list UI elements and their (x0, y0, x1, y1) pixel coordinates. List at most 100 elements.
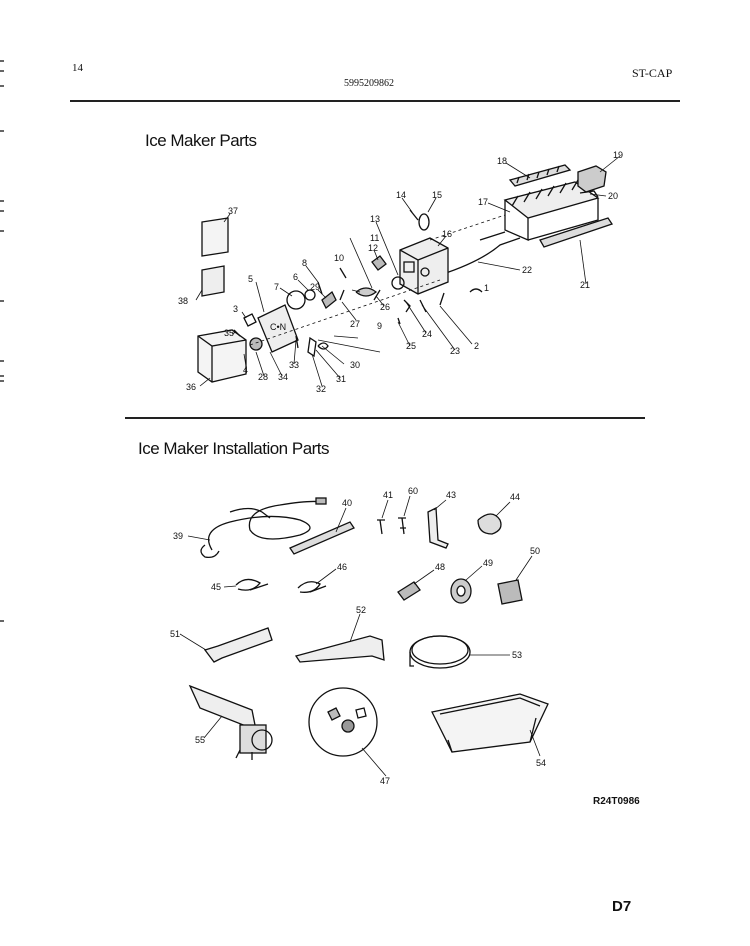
part-11-spring (373, 289, 381, 301)
callout-36: 36 (186, 382, 196, 392)
callout-40: 40 (342, 498, 352, 508)
callout-7: 7 (274, 282, 279, 292)
page-id: D7 (612, 898, 632, 915)
svg-text:C•N: C•N (270, 322, 286, 332)
callout-6: 6 (293, 272, 298, 282)
figure-code: R24T0986 (593, 796, 640, 807)
callout-19: 19 (613, 150, 623, 160)
part-13-gear (391, 276, 405, 290)
callout-5: 5 (248, 274, 253, 284)
leader-lines-top (195, 155, 621, 387)
part-54-ice-bin (431, 693, 549, 753)
part-6-gear (304, 289, 316, 301)
callout-50: 50 (530, 546, 540, 556)
callout-8: 8 (302, 258, 307, 268)
model-code: ST-CAP (632, 66, 673, 80)
callout-16: 16 (442, 229, 452, 239)
part-40-strip (289, 521, 355, 555)
control-plate-part: C•N (257, 304, 299, 353)
callout-41: 41 (383, 490, 393, 500)
part-43-bracket (427, 506, 449, 549)
part-32-arm (307, 336, 317, 358)
callout-4: 4 (243, 365, 248, 375)
part-9-lever (355, 287, 378, 297)
callout-39: 39 (173, 531, 183, 541)
callout-12: 12 (368, 243, 378, 253)
callout-37: 37 (228, 206, 238, 216)
callout-17: 17 (478, 197, 488, 207)
part-25-pin (397, 317, 401, 325)
callout-24: 24 (422, 329, 432, 339)
cover-part-36 (197, 329, 247, 383)
callout-31: 31 (336, 374, 346, 384)
leader-lines-bottom (179, 495, 541, 777)
callout-35: 35 (224, 328, 234, 338)
part-10-pin (339, 267, 347, 279)
callout-26: 26 (380, 302, 390, 312)
page-number: 14 (72, 62, 83, 74)
callout-2: 2 (474, 341, 479, 351)
section-title-installation-parts: Ice Maker Installation Parts (138, 439, 330, 458)
callout-15: 15 (432, 190, 442, 200)
callout-18: 18 (497, 156, 507, 166)
part-46-clip (297, 581, 327, 593)
motor-housing-part (399, 237, 449, 295)
part-1-clip (469, 288, 483, 293)
callout-9: 9 (377, 321, 382, 331)
part-12-cam (371, 255, 387, 271)
part-27-pin (339, 289, 345, 301)
part-35-clip (233, 329, 241, 337)
callout-55: 55 (195, 735, 205, 745)
callout-29: 29 (310, 282, 320, 292)
callout-46: 46 (337, 562, 347, 572)
part-2-pin (439, 292, 445, 306)
callout-28: 28 (258, 372, 268, 382)
callout-48: 48 (435, 562, 445, 572)
callout-11: 11 (370, 233, 379, 243)
part-number: 5995209862 (344, 78, 394, 89)
callout-45: 45 (211, 582, 221, 592)
callout-53: 53 (512, 650, 522, 660)
callout-10: 10 (334, 253, 344, 263)
part-31-clip (317, 342, 329, 350)
callout-51: 51 (170, 629, 180, 639)
section-divider (125, 417, 645, 419)
callout-34: 34 (278, 372, 288, 382)
callout-43: 43 (446, 490, 456, 500)
callout-14: 14 (396, 190, 406, 200)
part-24-spring (403, 299, 411, 313)
part-60-screw (398, 517, 406, 535)
heater-part (539, 217, 614, 248)
callout-54: 54 (536, 758, 546, 768)
callout-38: 38 (178, 296, 188, 306)
callout-47: 47 (380, 776, 390, 786)
callout-1: 1 (484, 283, 489, 293)
callout-13: 13 (370, 214, 380, 224)
part-45-clip (235, 578, 269, 591)
callout-25: 25 (406, 341, 416, 351)
callout-27: 27 (350, 319, 360, 329)
part-41-screw (377, 519, 385, 535)
callout-22: 22 (522, 265, 532, 275)
part-29-clip (321, 290, 337, 310)
callout-52: 52 (356, 605, 366, 615)
part-7-gear (286, 290, 306, 310)
part-38-plate (201, 265, 225, 297)
callouts-top: 1 2 3 4 5 6 7 8 9 10 11 12 13 14 15 16 1… (178, 150, 623, 394)
header-rule (70, 100, 680, 102)
part-37-label (201, 217, 229, 257)
ice-maker-parts-drawing: C•N (197, 164, 614, 383)
part-47-hardware-kit (308, 687, 378, 757)
part-51-fill-tube (203, 627, 273, 663)
callout-23: 23 (450, 346, 460, 356)
part-15-gear (418, 213, 430, 231)
wire-harness-part (200, 497, 327, 559)
part-50-block (497, 579, 523, 605)
part-28-washer (249, 337, 263, 351)
callout-60: 60 (408, 486, 418, 496)
callout-32: 32 (316, 384, 326, 394)
part-3-plate (243, 313, 257, 327)
part-8-shaft (317, 281, 323, 295)
callout-20: 20 (608, 191, 618, 201)
